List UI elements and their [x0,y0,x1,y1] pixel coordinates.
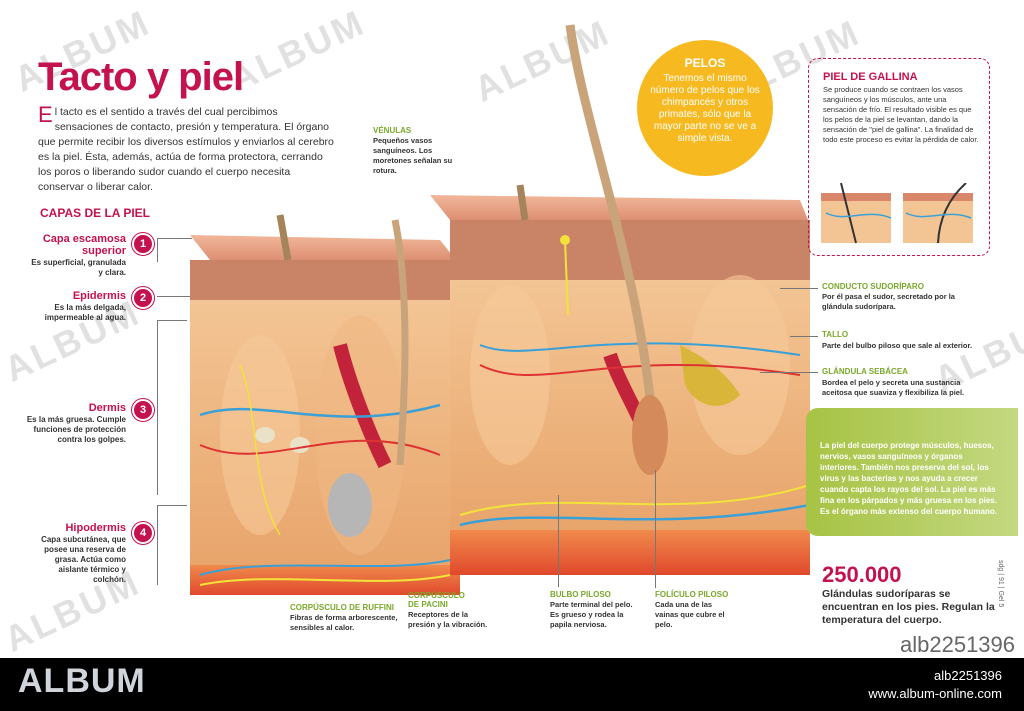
gallina-title: PIEL DE GALLINA [823,71,918,83]
pelos-title: PELOS [684,56,726,70]
layer-name-1: Capa escamosa superior [42,233,126,257]
callout-glandula-title: GLÁNDULA SEBÁCEA [822,367,908,376]
layer-name-4: Hipodermis [65,522,126,534]
callout-tallo-title: TALLO [822,330,849,339]
callout-glandula-desc: Bordea el pelo y secreta una sustancia a… [822,378,965,397]
skin-protection-box: La piel del cuerpo protege músculos, hue… [806,408,1018,536]
watermark-id: alb2251396 [900,632,1016,657]
layer-name-3: Dermis [88,402,126,414]
callout-foliculo-title: FOLÍCULO PILOSO [655,590,729,599]
callout-tallo-desc: Parte del bulbo piloso que sale al exter… [822,341,973,350]
sebaceous-gland [680,345,740,406]
callout-ruffini-title: CORPÚSCULO DE RUFFINI [290,603,394,612]
footer-bar [0,658,1024,711]
page-title: Tacto y piel [38,55,244,99]
left-skin-block [190,214,460,595]
pelos-desc: Tenemos el mismo número de pelos que los… [650,73,760,144]
callout-ruffini-desc: Fibras de forma arborescente, sensibles … [290,613,398,632]
layer-number-2: 2 [132,287,154,309]
callout-venulas-title: VÉNULAS [373,126,412,135]
layer-number-1: 1 [132,233,154,255]
sweat-gland-count: 250.000 [822,562,902,587]
intro-body: l tacto es el sentido a través del cual … [38,106,334,193]
layer-desc-1: Es superficial, granulada y clara. [31,258,126,277]
right-skin-block [430,24,810,575]
goosebumps-illustration [821,183,973,244]
layers-title: CAPAS DE LA PIEL [40,206,151,220]
footer-url[interactable]: www.album-online.com [868,686,1002,701]
layer-number-4: 4 [132,522,154,544]
pacini-corpuscle [328,473,372,537]
callout-conducto-title: CONDUCTO SUDORÍPARO [822,282,924,291]
layer-desc-4: Capa subcutánea, que posee una reserva d… [41,535,126,584]
sweat-gland-desc: Glándulas sudoríparas se encuentran en l… [822,588,995,626]
callout-conducto-desc: Por él pasa el sudor, secretado por la g… [822,292,955,311]
intro-initial: E [38,102,53,127]
layer-desc-3: Es la más gruesa. Cumple funciones de pr… [26,415,126,444]
footer-logo: ALBUM [18,662,146,700]
credit-text: sdg | 91 | Gel 5 [997,560,1004,608]
pelos-callout: PELOS Tenemos el mismo número de pelos q… [637,40,773,176]
piel-de-gallina-box: PIEL DE GALLINA Se produce cuando se con… [808,58,990,256]
callout-bulbo-desc: Parte terminal del pelo. Es grueso y rod… [550,600,633,629]
skin-protection-text: La piel del cuerpo protege músculos, hue… [820,441,997,516]
callout-venulas-desc: Pequeños vasos sanguíneos. Los moretones… [373,136,453,175]
callout-pacini-desc: Receptores de la presión y la vibración. [408,610,488,629]
callout-foliculo-desc: Cada una de las vainas que cubre el pelo… [655,600,725,629]
footer-image-id: alb2251396 [934,668,1002,683]
gallina-desc: Se produce cuando se contraen los vasos … [823,85,979,144]
callout-bulbo-title: BULBO PILOSO [550,590,611,599]
layer-number-3: 3 [132,399,154,421]
skin-cross-section-illustration [190,24,810,595]
layer-desc-2: Es la más delgada, impermeable al agua. [44,303,126,322]
layer-name-2: Epidermis [72,290,126,302]
callout-pacini-title: CORPÚSCULO DE PACINI [408,591,465,609]
